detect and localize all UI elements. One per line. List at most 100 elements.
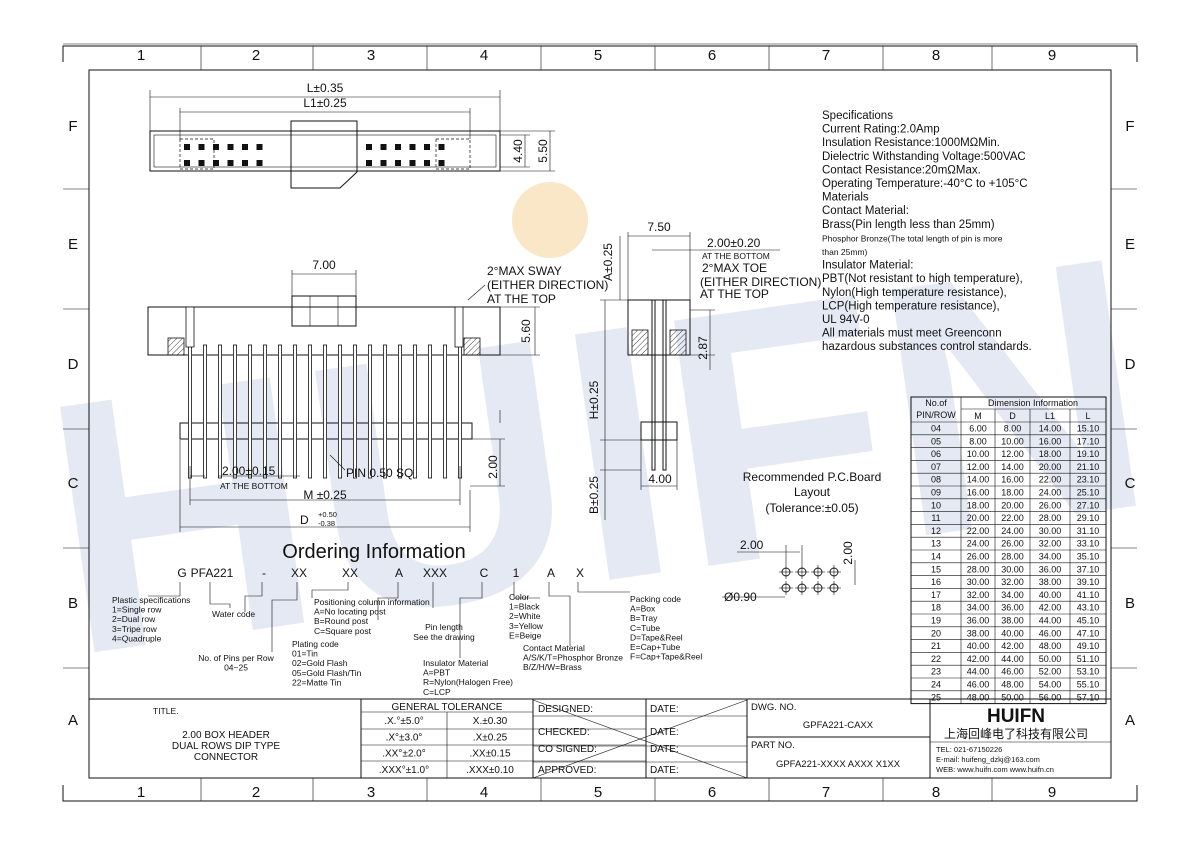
table-cell: 05	[931, 436, 941, 446]
pin	[427, 344, 432, 479]
table-cell: 46.00	[1039, 628, 1062, 638]
pin-square	[198, 144, 205, 150]
order-code-segment: X	[576, 566, 584, 580]
pin-square	[409, 144, 416, 150]
table-cell: 31.10	[1077, 526, 1100, 536]
order-code-segment: A	[547, 566, 555, 580]
table-cell: 16.00	[1039, 436, 1062, 446]
table-cell: 51.10	[1077, 654, 1100, 664]
spec-line: Operating Temperature:-40°C to +105°C	[822, 178, 1028, 190]
table-cell: 35.10	[1077, 552, 1100, 562]
table-cell: 53.10	[1077, 667, 1100, 677]
order-note: 01=Tin	[292, 649, 318, 659]
company-tel: TEL: 021-67150226	[936, 745, 1002, 754]
signature-label: CO SIGNED:	[538, 744, 597, 755]
table-cell: 42.00	[967, 654, 990, 664]
table-cell: 23.10	[1077, 475, 1100, 485]
date-label: DATE:	[650, 765, 679, 776]
pin	[412, 344, 417, 479]
order-note: Insulator Material	[423, 658, 488, 668]
signature-label: APPROVED:	[538, 765, 596, 776]
table-cell: 22.00	[1001, 513, 1024, 523]
m-dimension: M ±0.25	[303, 488, 347, 502]
pin-square	[395, 160, 401, 166]
table-cell: 18.00	[1039, 449, 1062, 459]
table-cell: 08	[931, 475, 941, 485]
side-view: 7.50 2.00±0.20 AT THE BOTTOM 2°MAX TOE (…	[587, 220, 821, 520]
front-view: 7.00 2°MAX SWAY (EITHER DIRECTION) AT TH…	[147, 258, 608, 532]
order-code-segment: A	[395, 566, 403, 580]
pin	[232, 344, 237, 479]
table-cell: 10.00	[967, 449, 990, 459]
table-cell: 46.00	[967, 680, 990, 690]
order-note: 4=Quadruple	[112, 633, 162, 643]
spec-line: Brass(Pin length less than 25mm)	[822, 219, 995, 231]
table-cell: 38.00	[967, 628, 990, 638]
pcb-title-2: Layout	[794, 485, 831, 499]
zone-col-top: 5	[594, 47, 602, 64]
table-cell: 29.10	[1077, 513, 1100, 523]
company-email: E-mail: huifeng_dzkj@163.com	[936, 755, 1040, 764]
spec-line: Contact Resistance:20mΩMax.	[822, 164, 981, 176]
table-cell: 13	[931, 539, 941, 549]
table-cell: 50.00	[1001, 692, 1024, 702]
table-cell: 44.00	[967, 667, 990, 677]
order-note: A/S/K/T=Phosphor Bronze	[523, 653, 623, 663]
pitch-note: AT THE BOTTOM	[220, 481, 288, 491]
table-cell: 15	[931, 564, 941, 574]
title-block: TITLE. 2.00 BOX HEADER DUAL ROWS DIP TYP…	[88, 698, 1112, 779]
table-cell: 38.00	[1039, 577, 1062, 587]
table-cell: 22.00	[967, 526, 990, 536]
table-cell: 09	[931, 488, 941, 498]
table-cell: 34.00	[1001, 590, 1024, 600]
zone-row-left: B	[68, 595, 78, 612]
watermark: HUIFN	[25, 181, 1170, 732]
order-note: C=Square post	[314, 626, 372, 636]
pin-square	[409, 160, 416, 166]
zone-col-top: 9	[1048, 47, 1056, 64]
table-cell: 33.10	[1077, 539, 1100, 549]
table-cell: 27.10	[1077, 500, 1100, 510]
pin	[322, 344, 327, 479]
toe-note-2: (EITHER DIRECTION)	[700, 275, 821, 289]
zone-col-bottom: 2	[252, 784, 260, 801]
pin	[187, 344, 192, 479]
tolerance-angle: .XXX°±1.0°	[379, 765, 429, 776]
table-cell: 10.00	[1001, 436, 1024, 446]
table-cell: 16	[931, 577, 941, 587]
tolerance-angle: .X°±3.0°	[386, 732, 423, 743]
table-cell: 46.00	[1001, 667, 1024, 677]
table-cell: 26.00	[967, 552, 990, 562]
order-note: 1=Black	[509, 602, 540, 612]
order-code-segment: -	[262, 566, 266, 580]
spec-line: Contact Material:	[822, 205, 909, 217]
pcb-pitch-x: 2.00	[740, 538, 764, 552]
pin-square	[242, 160, 248, 166]
table-cell: 06	[931, 449, 941, 459]
table-head-pins: No.of	[925, 398, 947, 408]
table-cell: 44.00	[1039, 616, 1062, 626]
table-cell: 24.00	[1001, 526, 1024, 536]
pcb-layout: Recommended P.C.Board Layout (Tolerance:…	[722, 470, 881, 604]
dwg-no-label: DWG. NO.	[751, 702, 796, 713]
watermark-text: HUIFN	[25, 181, 1170, 732]
table-cell: 24.00	[967, 539, 990, 549]
table-cell: 39.10	[1077, 577, 1100, 587]
order-note: B=Round post	[314, 616, 369, 626]
zone-col-bottom: 9	[1048, 784, 1056, 801]
table-cell: 14.00	[1039, 424, 1062, 434]
date-label: DATE:	[650, 704, 679, 715]
table-cell: 18	[931, 603, 941, 613]
table-cell: 10	[931, 500, 941, 510]
pin	[217, 344, 222, 479]
width-700: 7.00	[312, 258, 336, 272]
table-cell: 25.10	[1077, 488, 1100, 498]
order-note: A=No locating post	[314, 607, 386, 617]
height-560: 5.60	[519, 319, 533, 343]
width-400: 4.00	[648, 472, 672, 486]
table-cell: 28.00	[1039, 513, 1062, 523]
zone-row-right: A	[1125, 712, 1135, 729]
tolerance-linear: X.±0.30	[473, 716, 508, 727]
order-code-segment: C	[480, 566, 489, 580]
height-287: 2.87	[696, 336, 710, 360]
